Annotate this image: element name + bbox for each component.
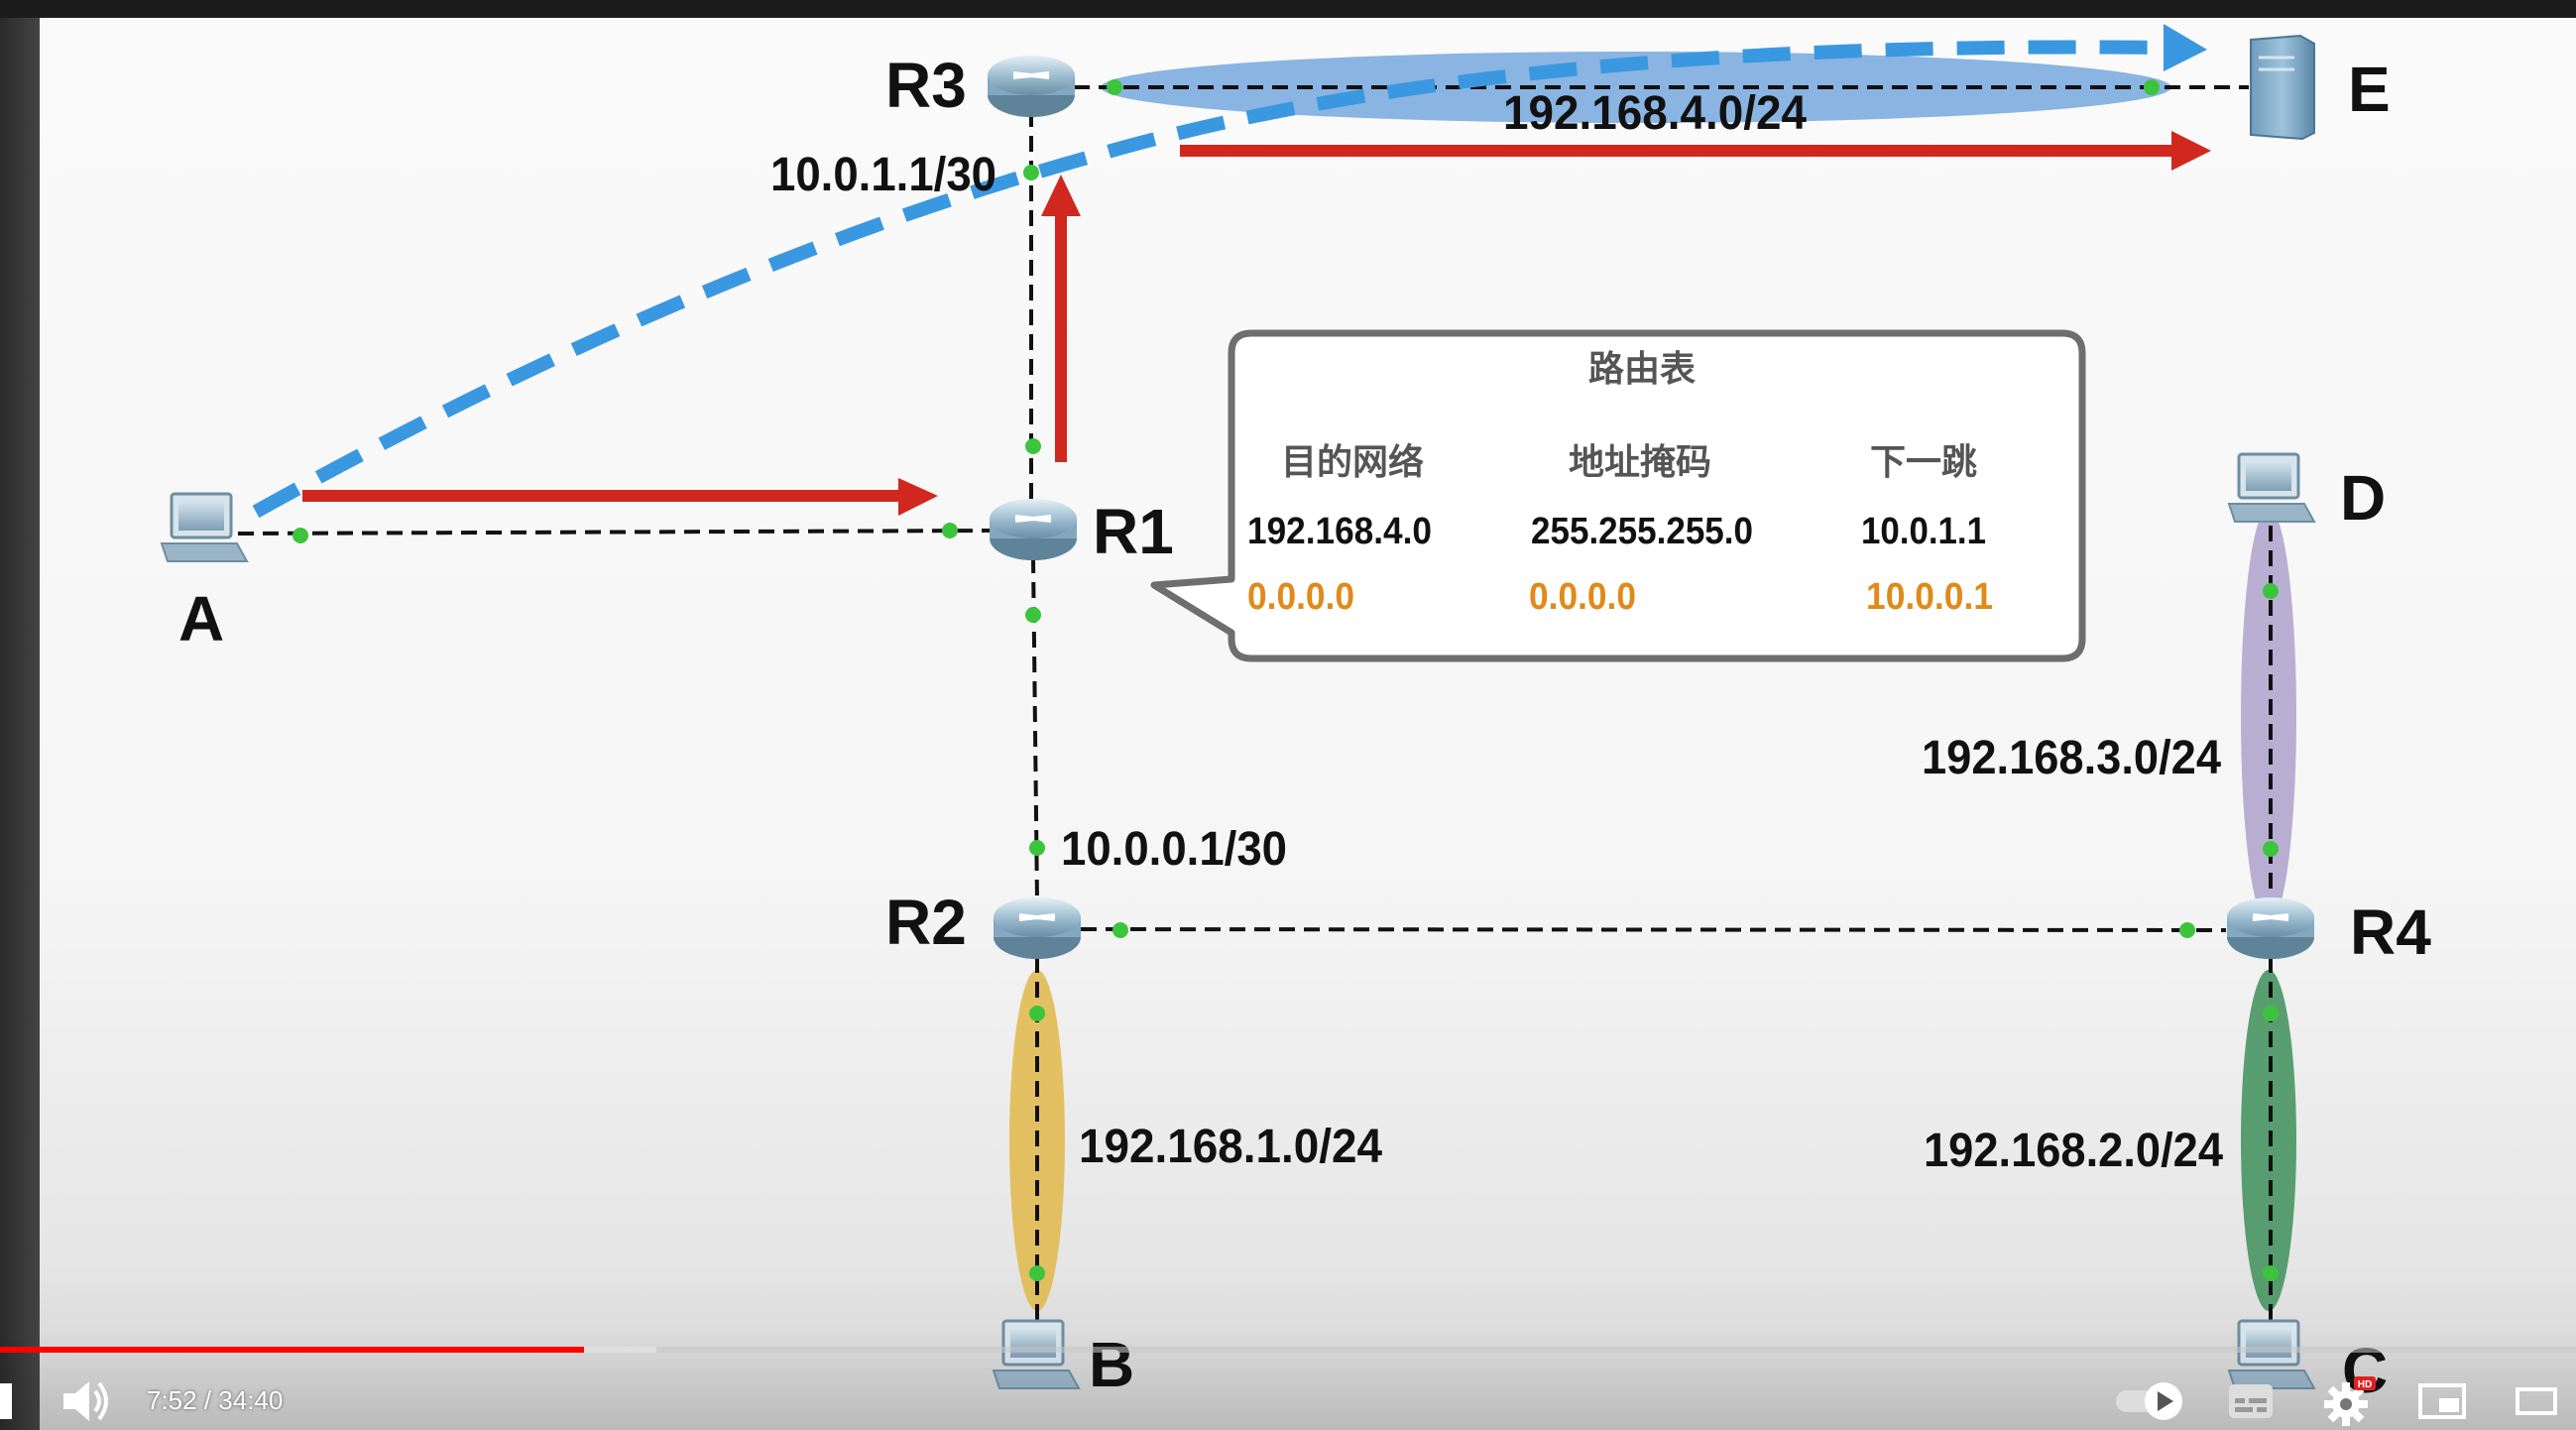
- red-arrowhead: [1041, 175, 1081, 216]
- red-arrows: [302, 131, 2211, 516]
- routing-table-cell-default: 10.0.0.1: [1866, 576, 1993, 618]
- node-label-r1: R1: [1093, 496, 1174, 567]
- play-pause-icon[interactable]: [0, 1383, 12, 1419]
- routing-table-header-dest: 目的网络: [1281, 441, 1424, 483]
- pc-icon[interactable]: [2227, 1319, 2316, 1389]
- interface-label-r2: 10.0.0.1/30: [1061, 823, 1287, 876]
- router-icon[interactable]: [2227, 897, 2314, 959]
- pc-icon[interactable]: [992, 1319, 1081, 1389]
- router-icon[interactable]: [988, 56, 1075, 117]
- port-dot: [2263, 841, 2279, 857]
- red-arrowhead: [898, 478, 938, 516]
- video-left-edge: [0, 18, 40, 1430]
- autoplay-toggle-icon[interactable]: [2114, 1380, 2185, 1422]
- network-ellipse-net4: [1101, 52, 2171, 123]
- blue-dashed-path-arrow: [252, 40, 2163, 519]
- pc-icon[interactable]: [2227, 452, 2316, 523]
- port-dot: [1023, 165, 1039, 180]
- subtitles-icon[interactable]: [2227, 1382, 2275, 1420]
- link-a-r1: [237, 529, 995, 536]
- port-dot: [1025, 607, 1041, 623]
- node-label-d: D: [2340, 462, 2386, 534]
- node-label-r2: R2: [885, 887, 967, 958]
- port-dot: [1025, 438, 1041, 454]
- video-top-edge: [0, 0, 2576, 18]
- port-dot: [1112, 922, 1128, 938]
- port-dot: [2179, 922, 2195, 938]
- node-label-r3: R3: [885, 50, 967, 121]
- port-dot: [2263, 1265, 2279, 1281]
- network-label-net4: 192.168.4.0/24: [1503, 87, 1807, 140]
- video-frame[interactable]: R3 E R1 A D R2 R4 B C 10.0.1.1/30 10.0.0…: [40, 18, 2576, 1430]
- port-dot: [1029, 840, 1045, 856]
- port-dot: [2144, 79, 2160, 95]
- routing-table-cell: 255.255.255.0: [1531, 511, 1753, 552]
- node-label-b: B: [1089, 1329, 1134, 1400]
- node-label-a: A: [178, 583, 224, 655]
- red-arrowhead: [2171, 131, 2211, 171]
- pc-icon[interactable]: [160, 492, 249, 562]
- port-dot: [2263, 583, 2279, 599]
- network-label-net2: 192.168.2.0/24: [1924, 1125, 2223, 1177]
- routing-table-cell-default: 0.0.0.0: [1247, 576, 1354, 618]
- player-controls: [0, 1329, 2576, 1430]
- settings-icon[interactable]: HD: [2322, 1374, 2376, 1426]
- network-label-net1: 192.168.1.0/24: [1079, 1121, 1382, 1173]
- port-dot: [1107, 79, 1122, 95]
- routing-table-callout: 路由表 目的网络 地址掩码 下一跳 192.168.4.0 255.255.25…: [1150, 329, 2086, 662]
- port-dot: [1029, 1265, 1045, 1281]
- routing-table-title: 路由表: [1588, 349, 1696, 390]
- network-ellipse-net3: [2241, 508, 2296, 924]
- routing-table-cell: 10.0.1.1: [1861, 511, 1986, 552]
- routing-table-header-nexthop: 下一跳: [1870, 442, 1977, 483]
- hd-badge: HD: [2358, 1379, 2372, 1390]
- theater-mode-icon[interactable]: [2515, 1386, 2558, 1416]
- interface-label-r3: 10.0.1.1/30: [770, 149, 996, 201]
- port-dot: [942, 523, 958, 538]
- router-icon[interactable]: [990, 499, 1077, 560]
- miniplayer-icon[interactable]: [2417, 1382, 2467, 1420]
- volume-icon[interactable]: [61, 1377, 115, 1425]
- node-label-r4: R4: [2350, 896, 2431, 968]
- port-dot: [2263, 1006, 2279, 1021]
- server-icon[interactable]: [2250, 34, 2315, 141]
- network-label-net3: 192.168.3.0/24: [1922, 732, 2221, 784]
- port-dot: [293, 528, 308, 543]
- routing-table-cell: 192.168.4.0: [1247, 511, 1432, 552]
- port-dots: [293, 79, 2279, 1281]
- node-label-e: E: [2348, 54, 2391, 125]
- time-display: 7:52 / 34:40: [147, 1385, 284, 1415]
- progress-played: [0, 1347, 584, 1353]
- blue-arrowhead: [2164, 24, 2207, 71]
- progress-bar[interactable]: [0, 1347, 2576, 1353]
- router-icon[interactable]: [994, 897, 1081, 959]
- network-diagram: R3 E R1 A D R2 R4 B C 10.0.1.1/30 10.0.0…: [160, 24, 2431, 1406]
- routing-table-cell-default: 0.0.0.0: [1529, 576, 1636, 618]
- port-dot: [1029, 1006, 1045, 1021]
- routing-table-header-mask: 地址掩码: [1569, 442, 1711, 483]
- link-r2-r4: [1080, 927, 2227, 932]
